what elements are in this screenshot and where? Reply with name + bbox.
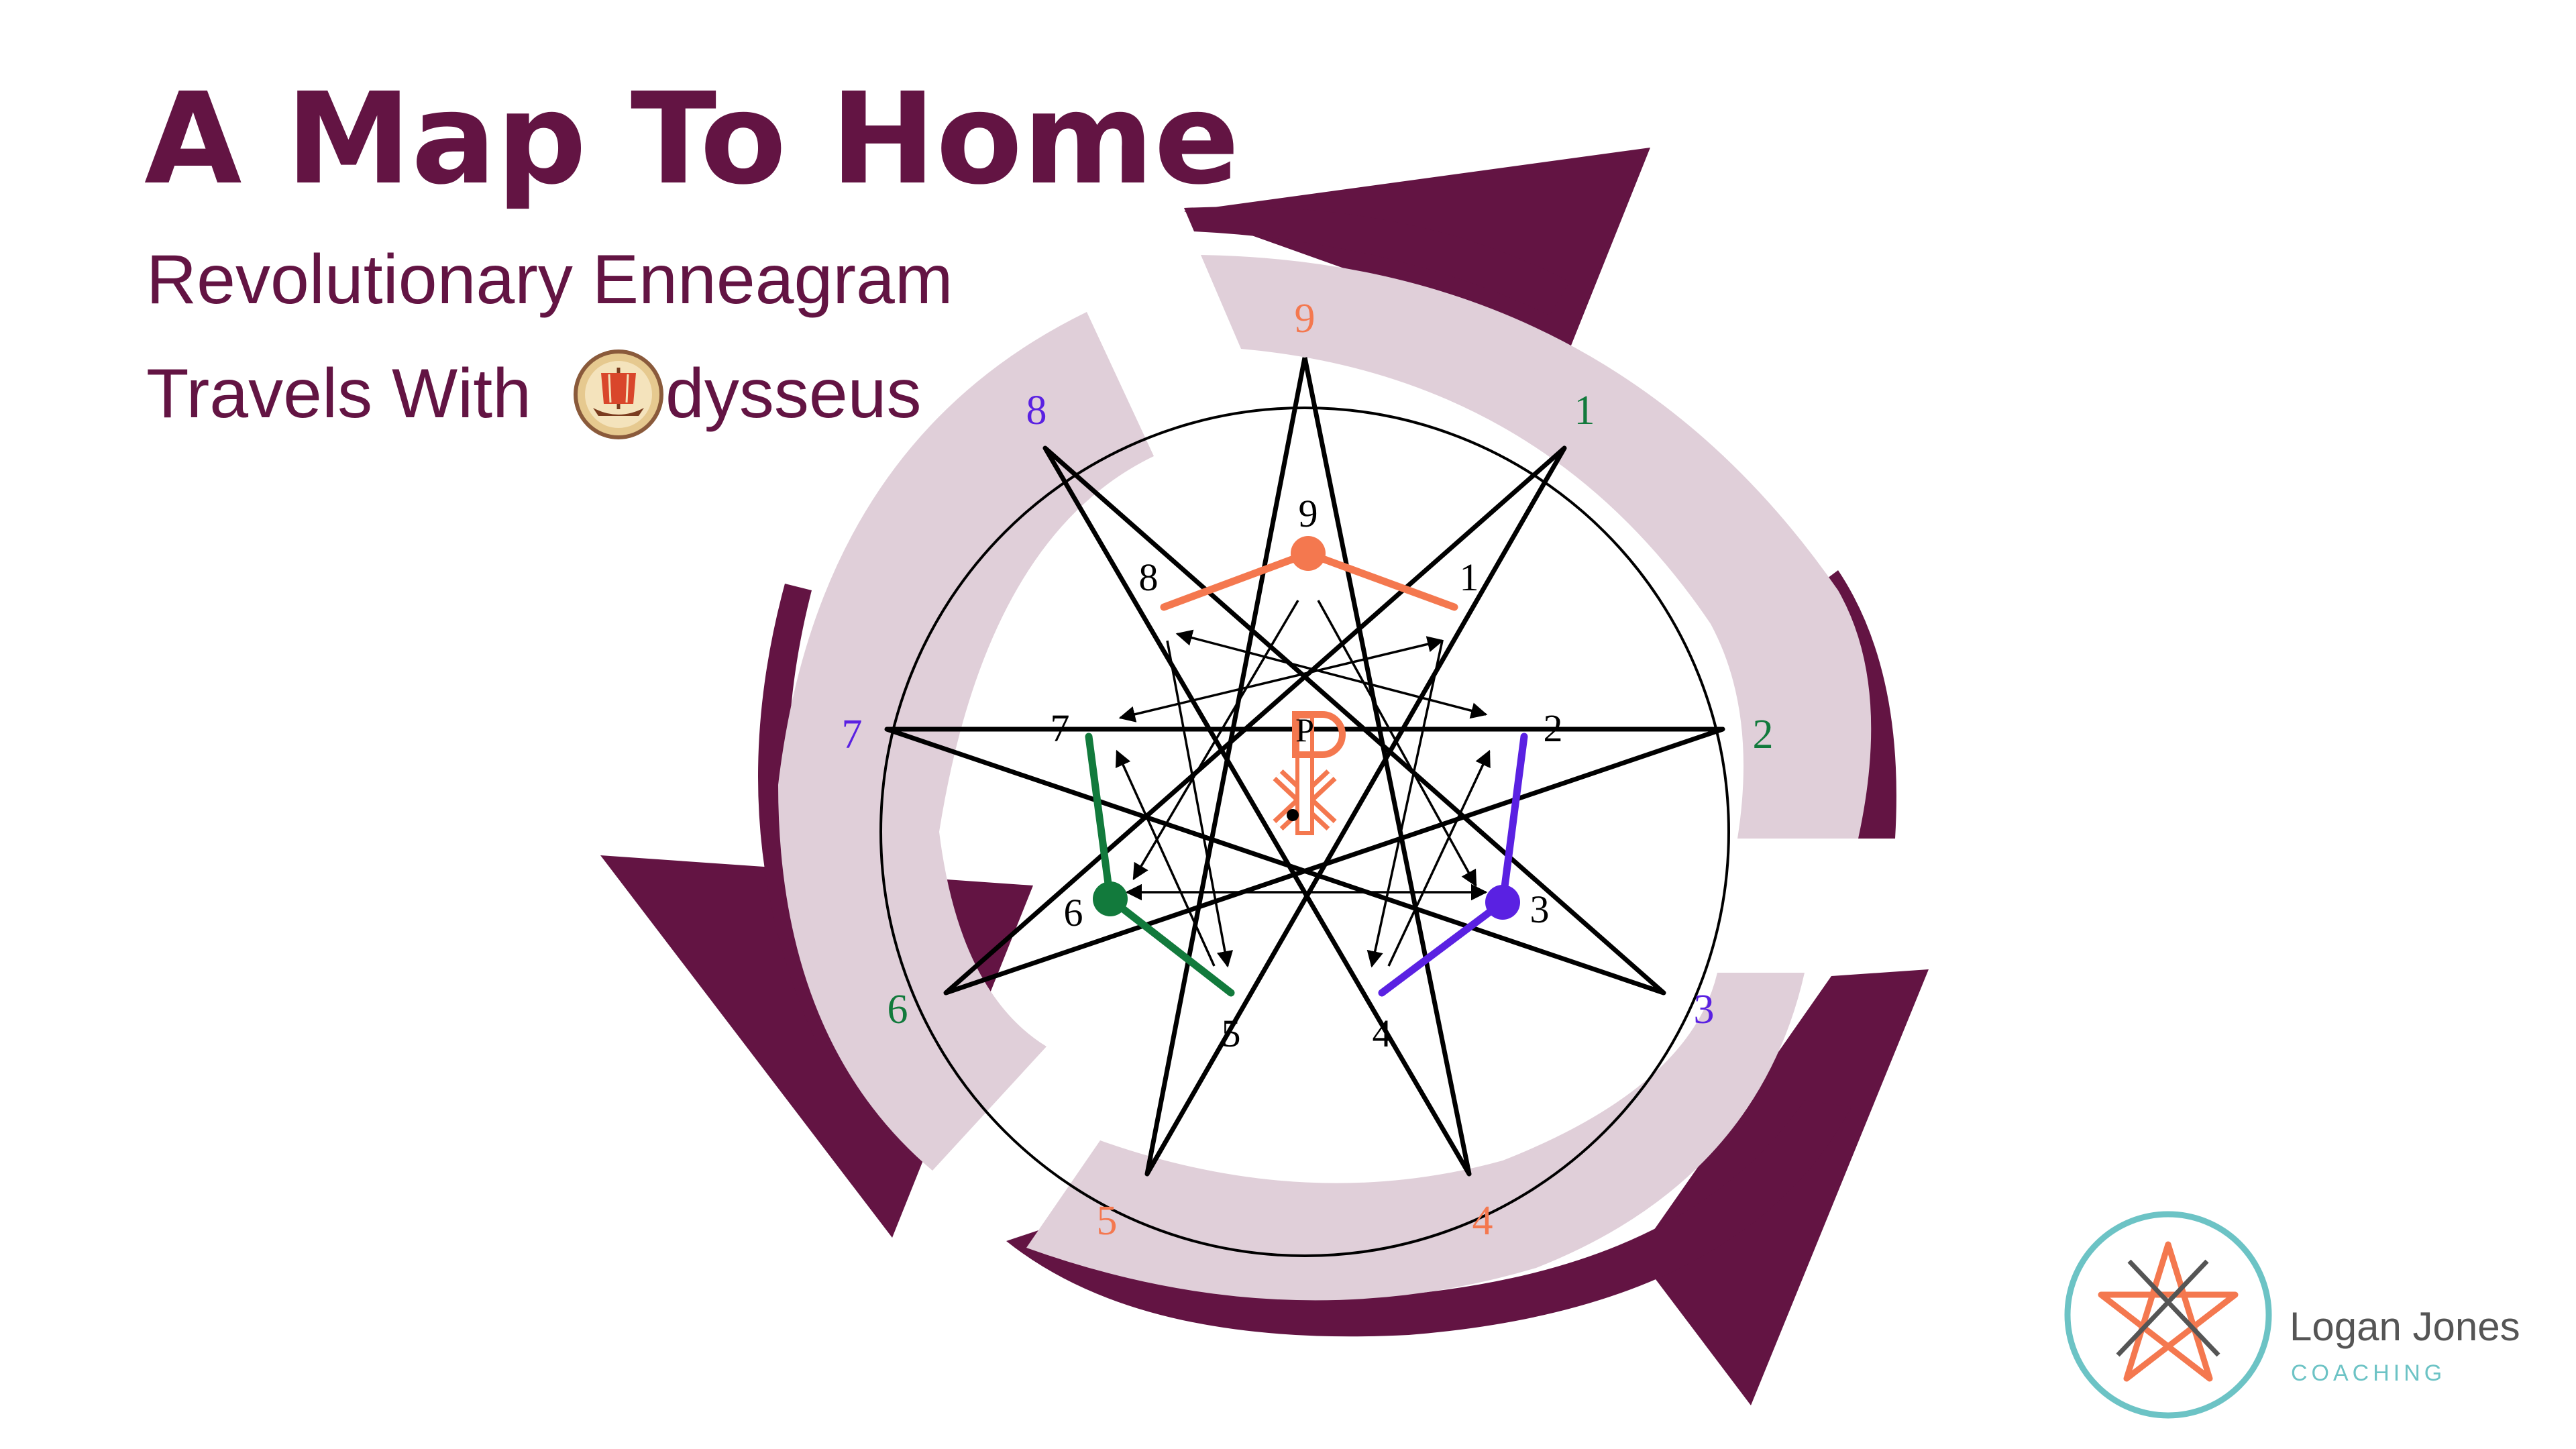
inner-label-3: 3 (1530, 888, 1550, 931)
outer-label-1: 1 (1574, 388, 1595, 433)
colored-segments (1085, 536, 1528, 997)
logo-tagline: COACHING (2291, 1360, 2446, 1386)
inner-arrows (1115, 600, 1491, 968)
highlight-dot (1485, 885, 1520, 920)
inner-arrow (1166, 640, 1234, 968)
outer-labels: 9 1 2 3 4 5 6 7 8 (842, 296, 1774, 1244)
subtitle-line-2-suffix: dysseus (665, 355, 922, 433)
inner-label-5: 5 (1222, 1012, 1241, 1055)
outer-label-7: 7 (842, 712, 863, 757)
enneagram-diagram: 9 1 2 3 4 5 6 7 8 9 1 2 3 4 5 6 7 8 P (842, 296, 1774, 1257)
inner-label-6: 6 (1064, 891, 1083, 934)
logo-name: Logan Jones (2290, 1304, 2520, 1349)
page-title: A Map To Home (144, 66, 1240, 213)
inner-arrow (1115, 749, 1216, 967)
outer-label-5: 5 (1097, 1198, 1118, 1244)
highlight-dot (1093, 881, 1128, 916)
top-dark-stroke (1184, 207, 1570, 315)
inner-label-9: 9 (1299, 492, 1318, 535)
outer-label-8: 8 (1026, 388, 1047, 433)
subtitle-line-2-prefix: Travels With (146, 355, 531, 433)
inner-label-1: 1 (1460, 555, 1479, 599)
outer-label-4: 4 (1472, 1198, 1493, 1244)
inner-label-4: 4 (1373, 1012, 1392, 1055)
subtitle-line-1: Revolutionary Enneagram (146, 241, 953, 319)
outer-label-9: 9 (1295, 296, 1316, 341)
inner-label-7: 7 (1051, 706, 1070, 750)
inner-label-8: 8 (1139, 555, 1159, 599)
outer-label-6: 6 (888, 987, 908, 1032)
inner-arrow (1366, 640, 1444, 968)
bottom-light-arc (1026, 973, 1805, 1301)
left-light-arc (778, 312, 1154, 1171)
enneagram-logo-icon (2064, 1211, 2272, 1419)
inner-arrow (1132, 600, 1299, 881)
highlight-dot (1291, 536, 1326, 571)
bottom-dark-arc (1006, 1100, 1851, 1337)
outer-label-2: 2 (1753, 712, 1774, 757)
outer-circle (879, 407, 1730, 1257)
outer-label-3: 3 (1694, 987, 1715, 1032)
inner-label-2: 2 (1544, 706, 1563, 750)
inner-arrow (1387, 749, 1491, 967)
highlight-segment (1378, 733, 1528, 997)
chi-rho-icon: P (1273, 711, 1346, 835)
ship-medallion-icon (574, 350, 663, 439)
circular-arrows (600, 148, 1929, 1405)
inner-arrow (1175, 629, 1488, 719)
left-dark-arc (758, 584, 845, 1046)
inner-labels: 9 1 2 3 4 5 6 7 8 (1051, 492, 1563, 1055)
svg-text:P: P (1295, 711, 1314, 749)
top-light-arc (1201, 255, 1872, 839)
